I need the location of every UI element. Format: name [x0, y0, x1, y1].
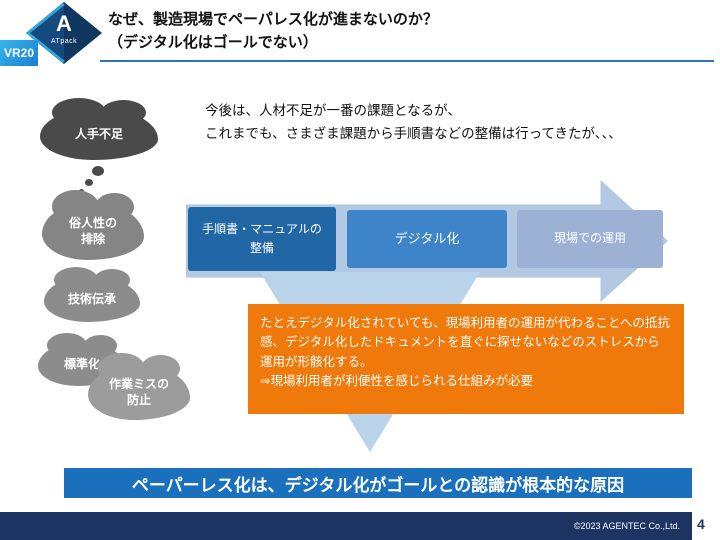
intro-line1: 今後は、人材不足が一番の課題となるが、 [205, 103, 461, 118]
process-step-manual-preparation: 手順書・マニュアルの 整備 [188, 207, 336, 271]
logo-diamond-icon [26, 2, 102, 64]
cloud-label: 俗人性の 排除 [68, 215, 117, 246]
slide-title-line1: なぜ、製造現場でペーパレス化が進まないのか？ [108, 11, 438, 28]
slide-title: なぜ、製造現場でペーパレス化が進まないのか？ （デジタル化はゴールでない） [108, 8, 708, 55]
thought-cloud-labor-shortage: 人手不足 [40, 97, 158, 160]
cloud-tail-bubble [92, 166, 104, 176]
intro-line2: これまでも、さまざま課題から手順書などの整備は行ってきたが、、、 [205, 125, 622, 141]
cloud-label: 標準化 [63, 356, 100, 371]
process-step-field-operation: 現場での運用 [517, 210, 663, 268]
problem-callout: たとえデジタル化されていても、現場利用者の運用が代わることへの抵抗感、デジタル化… [248, 304, 684, 414]
process-step-digitization: デジタル化 [347, 210, 507, 268]
conclusion-banner: ペーパーレス化は、デジタル化がゴールとの認識が根本的な原因 [64, 468, 692, 498]
cloud-label: 技術伝承 [67, 291, 116, 306]
logo-subtext: ATpack [50, 38, 78, 45]
copyright-text: ©2023 AGENTEC Co.,Ltd. [573, 521, 680, 531]
thought-cloud-skill-transfer: 技術伝承 [44, 266, 140, 322]
page-number: 4 [697, 516, 705, 532]
footer-bar: ©2023 AGENTEC Co.,Ltd. [0, 512, 692, 540]
thought-cloud-error-prevention: 作業ミスの 防止 [88, 352, 190, 420]
company-logo: A ATpack [26, 2, 102, 64]
cloud-label: 作業ミスの 防止 [108, 376, 169, 407]
logo-letter: A [56, 11, 72, 36]
cloud-tail-bubble [85, 179, 93, 186]
title-underline [100, 60, 714, 62]
intro-text: 今後は、人材不足が一番の課題となるが、 これまでも、さまざま課題から手順書などの… [205, 100, 705, 146]
thought-cloud-personalization: 俗人性の 排除 [42, 190, 144, 260]
slide-title-line2: （デジタル化はゴールでない） [108, 34, 318, 52]
version-badge: VR20 [0, 40, 38, 66]
cloud-label: 人手不足 [74, 126, 123, 141]
